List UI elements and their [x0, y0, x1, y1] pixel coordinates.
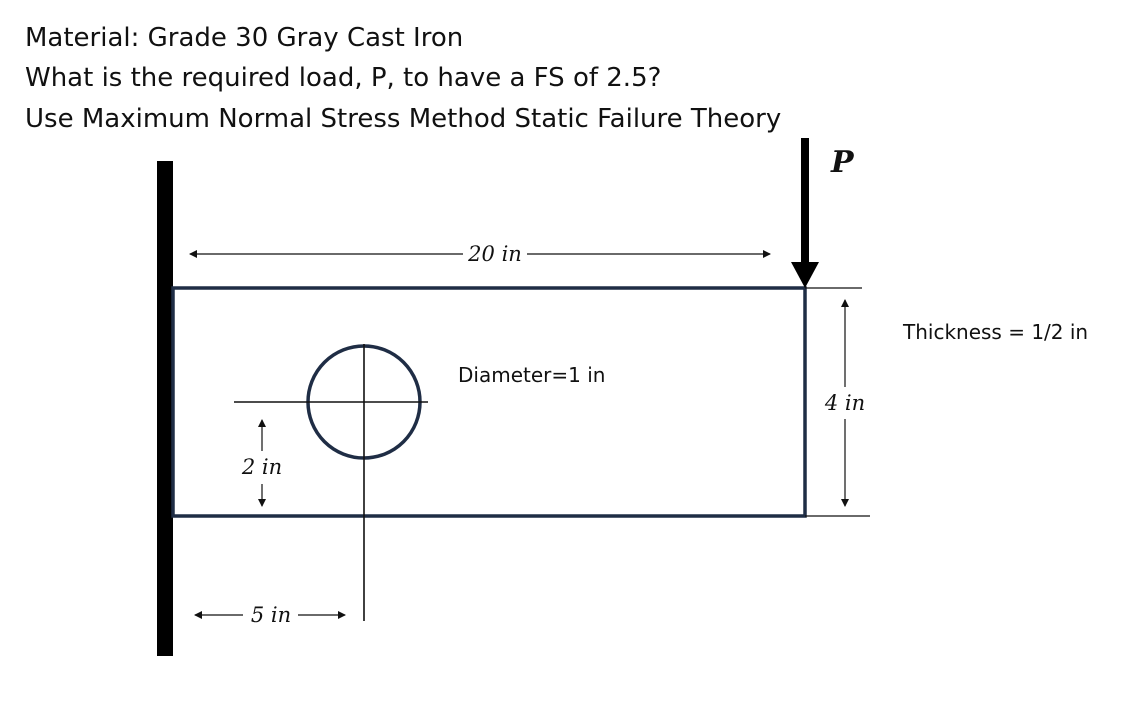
plate-outline	[171, 286, 807, 518]
thickness-label: Thickness = 1/2 in	[902, 320, 1088, 344]
hole-height-label: 2 in	[241, 455, 282, 479]
load-arrow-head	[791, 262, 819, 288]
question-text: What is the required load, P, to have a …	[25, 63, 662, 93]
length-label: 20 in	[467, 242, 522, 266]
method-text: Use Maximum Normal Stress Method Static …	[25, 104, 782, 134]
load-label: P	[830, 145, 855, 180]
diameter-label: Diameter=1 in	[458, 363, 605, 387]
load-arrow-shaft	[801, 138, 809, 262]
hole-offset-label: 5 in	[251, 603, 291, 627]
material-text: Material: Grade 30 Gray Cast Iron	[25, 23, 464, 53]
height-label: 4 in	[824, 391, 865, 415]
fixed-wall	[157, 161, 173, 656]
